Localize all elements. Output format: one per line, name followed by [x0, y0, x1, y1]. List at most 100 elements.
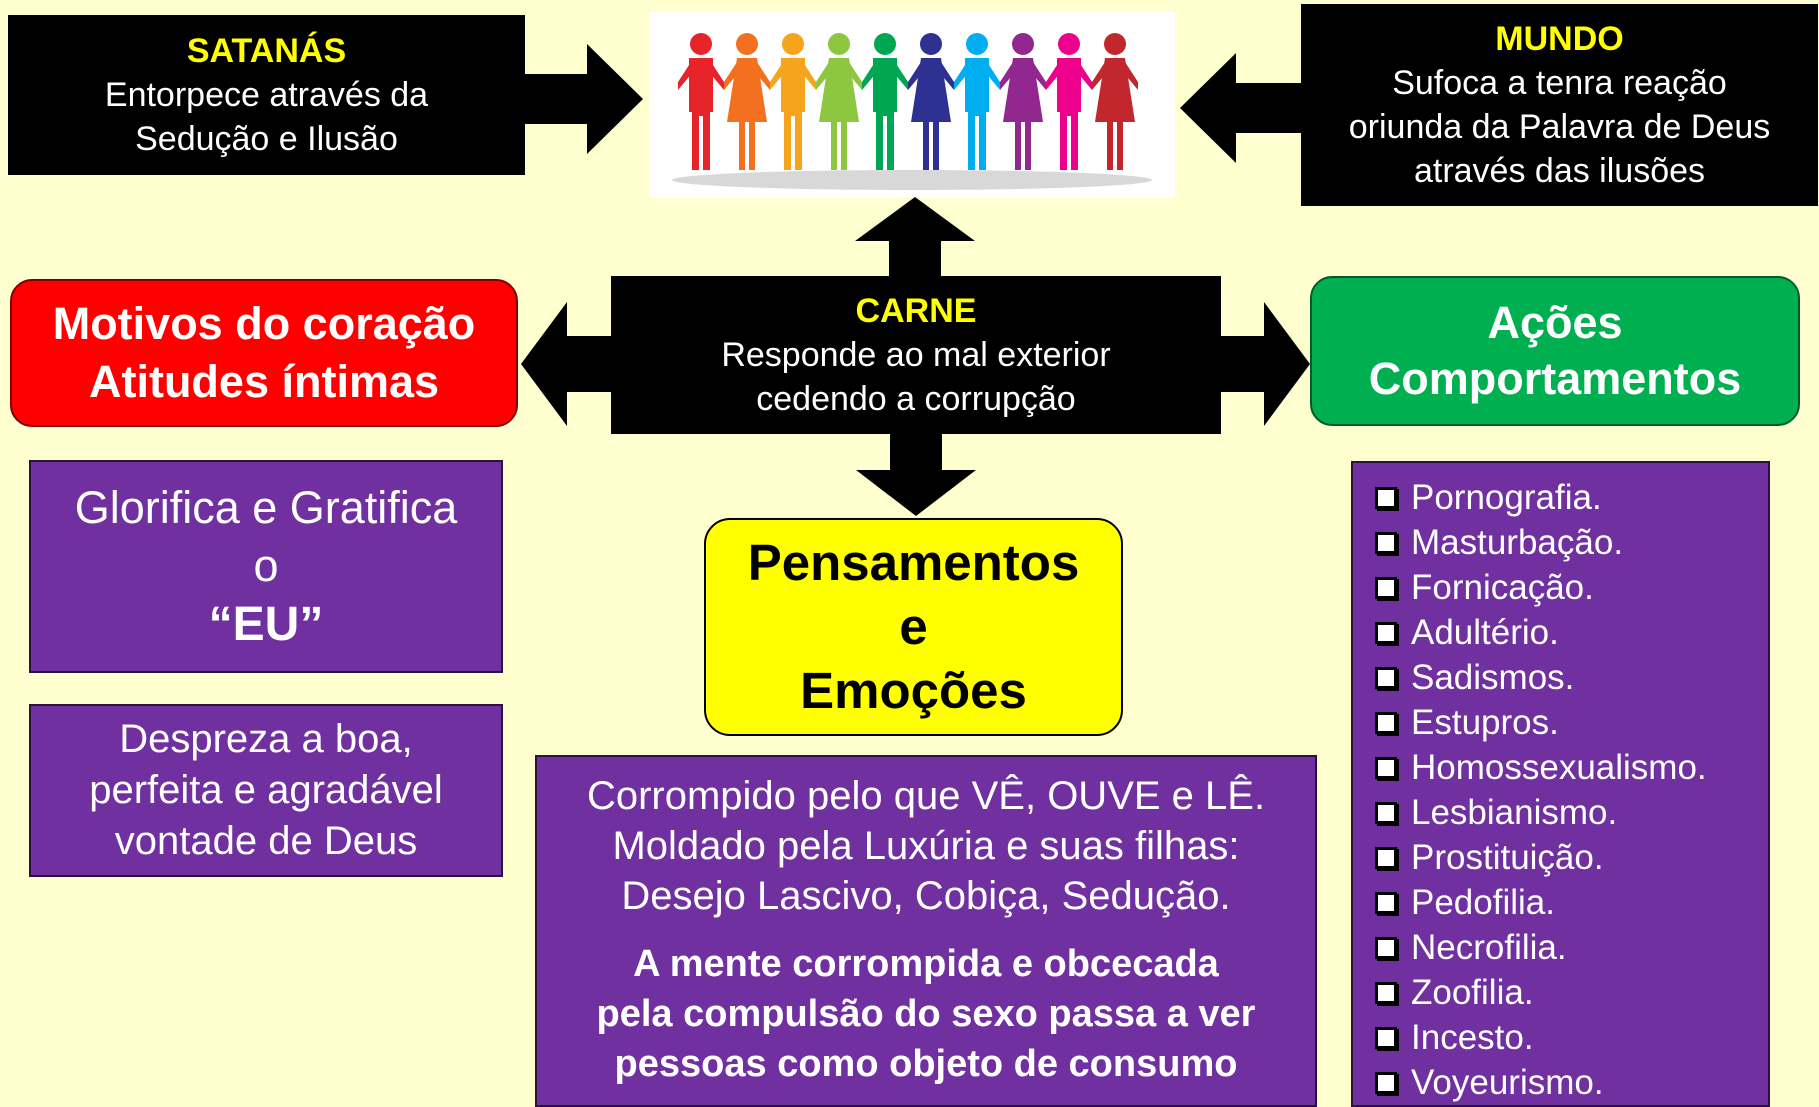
pensamentos-line1: Pensamentos	[747, 534, 1080, 591]
behaviors-list: Pornografia. Masturbação. Fornicação. Adult…	[1375, 475, 1768, 1105]
mundo-line3: através das ilusões	[1413, 152, 1706, 190]
person-figure	[1000, 33, 1046, 170]
despreza-line2: perfeita e agradável	[89, 768, 443, 812]
list-item: Necrofilia.	[1375, 925, 1768, 970]
list-item-label: Lesbianismo.	[1411, 792, 1618, 832]
carne-box: CARNE Responde ao mal exterior cedendo a…	[611, 276, 1221, 434]
list-item-label: Fornicação.	[1411, 567, 1594, 607]
corrompido-line2: Moldado pela Luxúria e suas filhas:	[612, 824, 1240, 868]
motivos-line1: Motivos do coração	[52, 298, 476, 349]
person-figure	[862, 33, 908, 170]
people-chain-svg	[672, 33, 1152, 190]
pensamentos-box: Pensamentos e Emoções	[704, 518, 1123, 736]
carne-line2: cedendo a corrupção	[756, 380, 1076, 418]
corrompido-bold1: A mente corrompida e obcecada	[633, 943, 1219, 985]
person-figure	[1046, 33, 1092, 170]
arrow-left-to-people	[1180, 53, 1302, 163]
arrow-right-to-acoes	[1218, 302, 1310, 426]
satanas-line1: Entorpece através da	[104, 76, 429, 114]
list-item: Estupros.	[1375, 700, 1768, 745]
behaviors-list-box: Pornografia. Masturbação. Fornicação. Adult…	[1351, 461, 1770, 1107]
list-item-label: Voyeurismo.	[1411, 1062, 1604, 1102]
glorifica-line2: o	[253, 539, 279, 591]
list-item-label: Necrofilia.	[1411, 927, 1567, 967]
checkbox-icon	[1375, 486, 1397, 509]
person-figure	[724, 33, 770, 170]
people-chain-image	[649, 12, 1175, 198]
despreza-line3: vontade de Deus	[114, 819, 418, 863]
list-item-label: Incesto.	[1411, 1017, 1534, 1057]
list-item-label: Prostituição.	[1411, 837, 1604, 877]
arrow-up-to-people	[855, 197, 975, 277]
list-item: Fornicação.	[1375, 565, 1768, 610]
mundo-box: MUNDO Sufoca a tenra reação oriunda da P…	[1301, 4, 1818, 206]
checkbox-icon	[1375, 621, 1397, 644]
list-item: Lesbianismo.	[1375, 790, 1768, 835]
checkbox-icon	[1375, 756, 1397, 779]
list-item-label: Estupros.	[1411, 702, 1559, 742]
motivos-line2: Atitudes íntimas	[88, 356, 440, 407]
satanas-line2: Sedução e Ilusão	[135, 120, 398, 158]
person-figure	[954, 33, 1000, 170]
arrow-down-to-pensamentos	[856, 432, 976, 516]
person-figure	[908, 33, 954, 170]
carne-line1: Responde ao mal exterior	[721, 336, 1111, 374]
person-figure	[816, 33, 862, 170]
list-item-label: Adultério.	[1411, 612, 1559, 652]
mundo-title: MUNDO	[1495, 20, 1624, 58]
checkbox-icon	[1375, 891, 1397, 914]
checkbox-icon	[1375, 846, 1397, 869]
list-item-label: Sadismos.	[1411, 657, 1575, 697]
list-item: Sadismos.	[1375, 655, 1768, 700]
list-item-label: Zoofilia.	[1411, 972, 1534, 1012]
carne-title: CARNE	[855, 292, 977, 330]
mundo-line2: oriunda da Palavra de Deus	[1348, 108, 1771, 146]
satanas-box: SATANÁS Entorpece através da Sedução e I…	[8, 15, 525, 175]
list-item: Voyeurismo.	[1375, 1060, 1768, 1105]
despreza-line1: Despreza a boa,	[119, 717, 413, 761]
glorifica-line3: “EU”	[208, 597, 324, 651]
checkbox-icon	[1375, 801, 1397, 824]
glorifica-line1: Glorifica e Gratifica	[74, 481, 458, 533]
satanas-title: SATANÁS	[186, 32, 347, 70]
corrompido-box: Corrompido pelo que VÊ, OUVE e LÊ. Molda…	[535, 755, 1317, 1107]
glorifica-box: Glorifica e Gratifica o “EU”	[29, 460, 503, 673]
people-shadow	[672, 170, 1152, 190]
person-figure	[678, 33, 724, 170]
checkbox-icon	[1375, 711, 1397, 734]
corrompido-bold2: pela compulsão do sexo passa a ver	[596, 993, 1256, 1035]
list-item-label: Pornografia.	[1411, 477, 1602, 517]
checkbox-icon	[1375, 531, 1397, 554]
acoes-line2: Comportamentos	[1368, 353, 1742, 404]
arrow-left-to-motivos	[521, 302, 613, 426]
list-item-label: Pedofilia.	[1411, 882, 1555, 922]
person-figure	[1092, 33, 1138, 170]
acoes-box: Ações Comportamentos	[1310, 276, 1800, 426]
checkbox-icon	[1375, 576, 1397, 599]
motivos-box: Motivos do coração Atitudes íntimas	[10, 279, 518, 427]
corrompido-line1: Corrompido pelo que VÊ, OUVE e LÊ.	[586, 774, 1266, 818]
list-item: Pornografia.	[1375, 475, 1768, 520]
list-item: Prostituição.	[1375, 835, 1768, 880]
list-item: Masturbação.	[1375, 520, 1768, 565]
checkbox-icon	[1375, 1071, 1397, 1094]
arrow-right-to-people	[525, 44, 643, 154]
mundo-line1: Sufoca a tenra reação	[1392, 64, 1727, 102]
pensamentos-line2: e	[899, 598, 928, 655]
list-item: Pedofilia.	[1375, 880, 1768, 925]
list-item-label: Homossexualismo.	[1411, 747, 1707, 787]
acoes-line1: Ações	[1487, 297, 1623, 348]
corrompido-bold3: pessoas como objeto de consumo	[614, 1043, 1238, 1085]
list-item: Homossexualismo.	[1375, 745, 1768, 790]
despreza-box: Despreza a boa, perfeita e agradável von…	[29, 704, 503, 877]
list-item: Adultério.	[1375, 610, 1768, 655]
list-item: Zoofilia.	[1375, 970, 1768, 1015]
list-item-label: Masturbação.	[1411, 522, 1624, 562]
checkbox-icon	[1375, 981, 1397, 1004]
pensamentos-line3: Emoções	[800, 662, 1027, 719]
list-item: Incesto.	[1375, 1015, 1768, 1060]
checkbox-icon	[1375, 666, 1397, 689]
checkbox-icon	[1375, 1026, 1397, 1049]
person-figure	[770, 33, 816, 170]
checkbox-icon	[1375, 936, 1397, 959]
